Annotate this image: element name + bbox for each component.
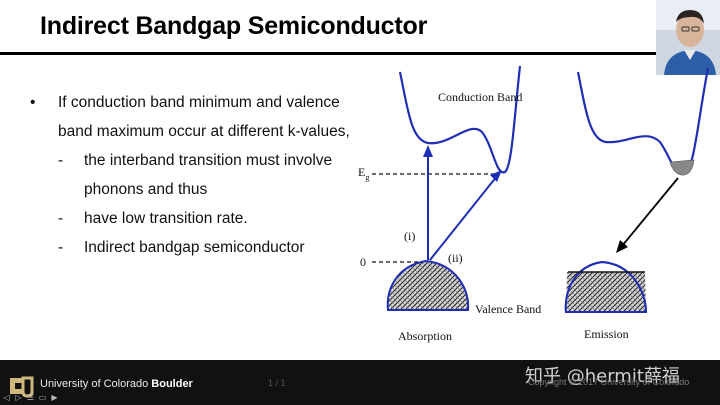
title-divider bbox=[0, 52, 656, 55]
menu-icon[interactable]: ☰ bbox=[26, 393, 35, 402]
presenter-avatar-icon bbox=[656, 0, 720, 75]
dash-marker: - bbox=[58, 210, 64, 227]
sub-bullet-item: - Indirect bandgap semiconductor bbox=[58, 233, 350, 262]
next-icon[interactable]: ▷ bbox=[15, 393, 22, 402]
eg-label: Eg bbox=[358, 165, 369, 182]
zero-label: 0 bbox=[360, 255, 366, 269]
watermark: 知乎 @hermit薛福 bbox=[525, 366, 680, 387]
cu-logo-icon bbox=[10, 376, 34, 398]
arrowhead bbox=[423, 145, 433, 157]
prev-icon[interactable]: ◁ bbox=[3, 393, 10, 402]
presenter-video bbox=[656, 0, 720, 75]
absorption-label: Absorption bbox=[398, 329, 452, 343]
slides-icon[interactable]: ▭ bbox=[38, 393, 47, 402]
bullet-list: • If conduction band minimum and valence… bbox=[30, 88, 350, 262]
valence-band-label: Valence Band bbox=[475, 302, 541, 316]
emission-arrow bbox=[621, 177, 679, 247]
sub-bullet-text: have low transition rate. bbox=[84, 210, 248, 227]
transition-ii-label: (ii) bbox=[448, 251, 463, 265]
valence-band-absorption bbox=[386, 259, 470, 311]
sub-bullet-item: - have low transition rate. bbox=[58, 204, 350, 233]
page-indicator: 1 / 1 bbox=[268, 378, 286, 388]
university-name: University of Colorado Boulder bbox=[40, 378, 193, 390]
slide-title: Indirect Bandgap Semiconductor bbox=[40, 12, 428, 40]
sub-bullet-text: Indirect bandgap semiconductor bbox=[84, 239, 305, 256]
dash-marker: - bbox=[58, 152, 64, 169]
play-icon[interactable]: ▶ bbox=[51, 393, 58, 402]
conduction-band-curve-absorption bbox=[398, 65, 522, 174]
band-diagram: Conduction Band Eg 0 Valence Band (i) (i… bbox=[358, 65, 710, 343]
emission-label: Emission bbox=[584, 327, 629, 341]
conduction-electrons bbox=[669, 159, 695, 176]
transition-ii-arrow bbox=[429, 175, 498, 261]
bullet-item: • If conduction band minimum and valence… bbox=[30, 88, 350, 146]
conduction-band-curve-emission bbox=[576, 67, 710, 176]
bullet-text: If conduction band minimum and valence b… bbox=[58, 94, 350, 140]
copyright-text: Copyright © 2017 University of Colorado bbox=[528, 377, 690, 387]
slide-nav: ◁ ▷ ☰ ▭ ▶ bbox=[2, 393, 59, 402]
sub-bullet-text: the interband transition must involve ph… bbox=[84, 152, 333, 198]
dash-marker: - bbox=[58, 239, 64, 256]
conduction-band-label: Conduction Band bbox=[438, 90, 522, 104]
transition-i-label: (i) bbox=[404, 229, 415, 243]
footer-bar: University of Colorado Boulder bbox=[0, 360, 720, 405]
valence-band-emission-filled bbox=[566, 272, 646, 312]
arrowhead bbox=[490, 170, 502, 182]
arrowhead bbox=[616, 240, 628, 253]
bullet-marker: • bbox=[30, 94, 36, 111]
sub-bullet-item: - the interband transition must involve … bbox=[58, 146, 350, 204]
